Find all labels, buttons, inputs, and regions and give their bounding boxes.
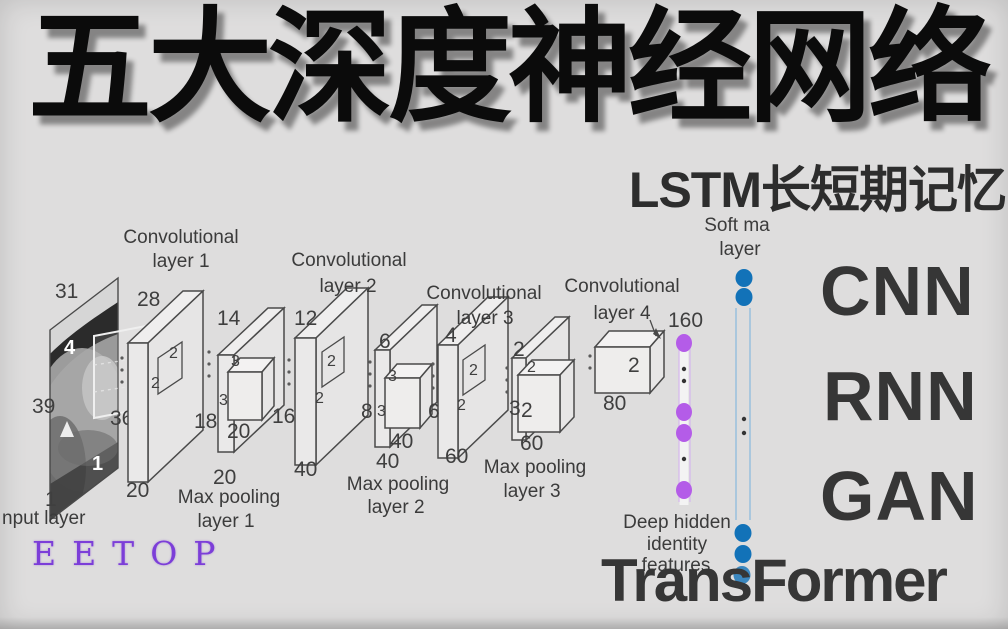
pool3-kernel-cube — [516, 358, 576, 434]
pool3-title-line1: Max pooling — [484, 457, 586, 478]
pool1-cube-depth: 20 — [227, 420, 250, 443]
conv1-filter-b: 2 — [151, 375, 160, 392]
pool2-dim-left: 8 — [361, 400, 373, 423]
conv4-box — [593, 319, 666, 395]
pool1-cube-b: 3 — [219, 392, 228, 409]
pool3-dim-top: 2 — [513, 338, 525, 361]
deepid-count: 160 — [668, 309, 703, 332]
pool3-depth: 60 — [520, 432, 543, 455]
label-cnn: CNN — [820, 252, 975, 330]
softmax-caption-line1: Soft ma — [704, 215, 770, 236]
conv3-title-line1: Convolutional — [426, 283, 541, 304]
conv1-filter-a: 2 — [169, 345, 178, 362]
pool2-cube-a: 3 — [388, 368, 397, 385]
conv4-title-line1: Convolutional — [564, 276, 679, 297]
input-caption: nput layer — [2, 508, 86, 529]
conv4-title-line2: layer 4 — [593, 303, 650, 324]
conv1-title-line1: Convolutional — [123, 227, 238, 248]
conv3-depth: 60 — [445, 445, 468, 468]
input-patch-size-label: 4 — [64, 337, 76, 359]
input-count: 1 — [45, 488, 57, 511]
pool1-title-line1: Max pooling — [178, 487, 280, 508]
label-transformer: TransFormer — [601, 547, 948, 614]
conv3-slab — [436, 295, 510, 460]
label-rnn: RNN — [823, 357, 978, 435]
deepid-feature-column — [676, 334, 692, 505]
deepid-caption-line2: identity — [647, 534, 708, 555]
softmax-layer-column — [733, 269, 753, 584]
label-gan: GAN — [820, 457, 979, 535]
input-dim-top: 31 — [55, 280, 78, 303]
pool2-depth: 40 — [376, 450, 399, 473]
conv1-slab — [126, 289, 205, 484]
pool3-title-line2: layer 3 — [503, 481, 560, 502]
main-title: 五大深度神经网络 — [28, 0, 992, 137]
deepid-caption-line3: features — [642, 555, 711, 576]
conv2-title-line2: layer 2 — [319, 276, 376, 297]
conv2-filter-b: 2 — [315, 390, 324, 407]
pool2-cube-b: 3 — [377, 403, 386, 420]
pool1-dim-top: 14 — [217, 307, 241, 330]
conv4-depth: 80 — [603, 392, 626, 415]
subtitle-lstm: LSTM长短期记忆 — [628, 162, 1007, 218]
pool1-title-line2: layer 1 — [197, 511, 254, 532]
conv2-dim-top: 12 — [294, 307, 317, 330]
pool1-depth: 20 — [213, 466, 236, 489]
softmax-caption-line2: layer — [719, 239, 761, 260]
eetop-watermark: EETOP — [32, 534, 232, 573]
conv3-filter-a: 2 — [469, 362, 478, 379]
conv4-dim: 2 — [628, 354, 640, 377]
input-patch-channels-label: 1 — [92, 453, 103, 475]
pool2-cube-depth: 40 — [390, 430, 413, 453]
conv2-depth: 40 — [294, 458, 317, 481]
pool3-dim-c: 2 — [521, 399, 533, 422]
conv2-slab — [293, 286, 370, 467]
pool1-dim-right: 16 — [272, 405, 295, 428]
pool2-title-line1: Max pooling — [347, 474, 449, 495]
conv2-title-line1: Convolutional — [291, 250, 406, 271]
conv1-title-line2: layer 1 — [152, 251, 209, 272]
deepid-caption-line1: Deep hidden — [623, 512, 731, 533]
input-triangle-mark — [60, 421, 74, 437]
conv3-filter-b: 2 — [457, 397, 466, 414]
conv3-dim-top: 4 — [445, 324, 457, 347]
conv3-title-line2: layer 3 — [456, 308, 513, 329]
dotted-edge-marks — [120, 350, 592, 394]
conv1-depth: 20 — [126, 479, 149, 502]
pool1-cube-a: 3 — [231, 353, 240, 370]
conv2-filter-a: 2 — [327, 353, 336, 370]
pool2-kernel-cube — [383, 361, 434, 431]
pool2-title-line2: layer 2 — [367, 497, 424, 518]
pool3-cube-a: 2 — [527, 359, 536, 376]
pool1-kernel-cube — [226, 355, 276, 423]
conv1-dim-right: 18 — [194, 410, 217, 433]
pool3-dim-b: 3 — [509, 397, 521, 420]
conv1-dim-top: 28 — [137, 288, 160, 311]
conv3-dim-left: 6 — [428, 400, 440, 423]
pool2-dim-top: 6 — [379, 330, 391, 353]
input-dim-left: 39 — [32, 395, 55, 418]
